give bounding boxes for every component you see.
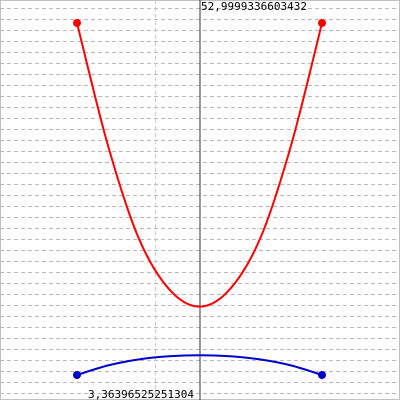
series-1-endpoint-right [318,19,326,28]
y-min-label: 3,36396525251304 [88,388,194,400]
series-line-1 [76,22,323,308]
series-1-endpoint-left [73,19,81,28]
series-2-endpoint-right [318,370,326,379]
series-group [73,19,326,379]
series-2-endpoint-left [73,370,81,379]
y-max-label: 52,9999336603432 [201,0,307,13]
series-line-2 [76,354,323,376]
